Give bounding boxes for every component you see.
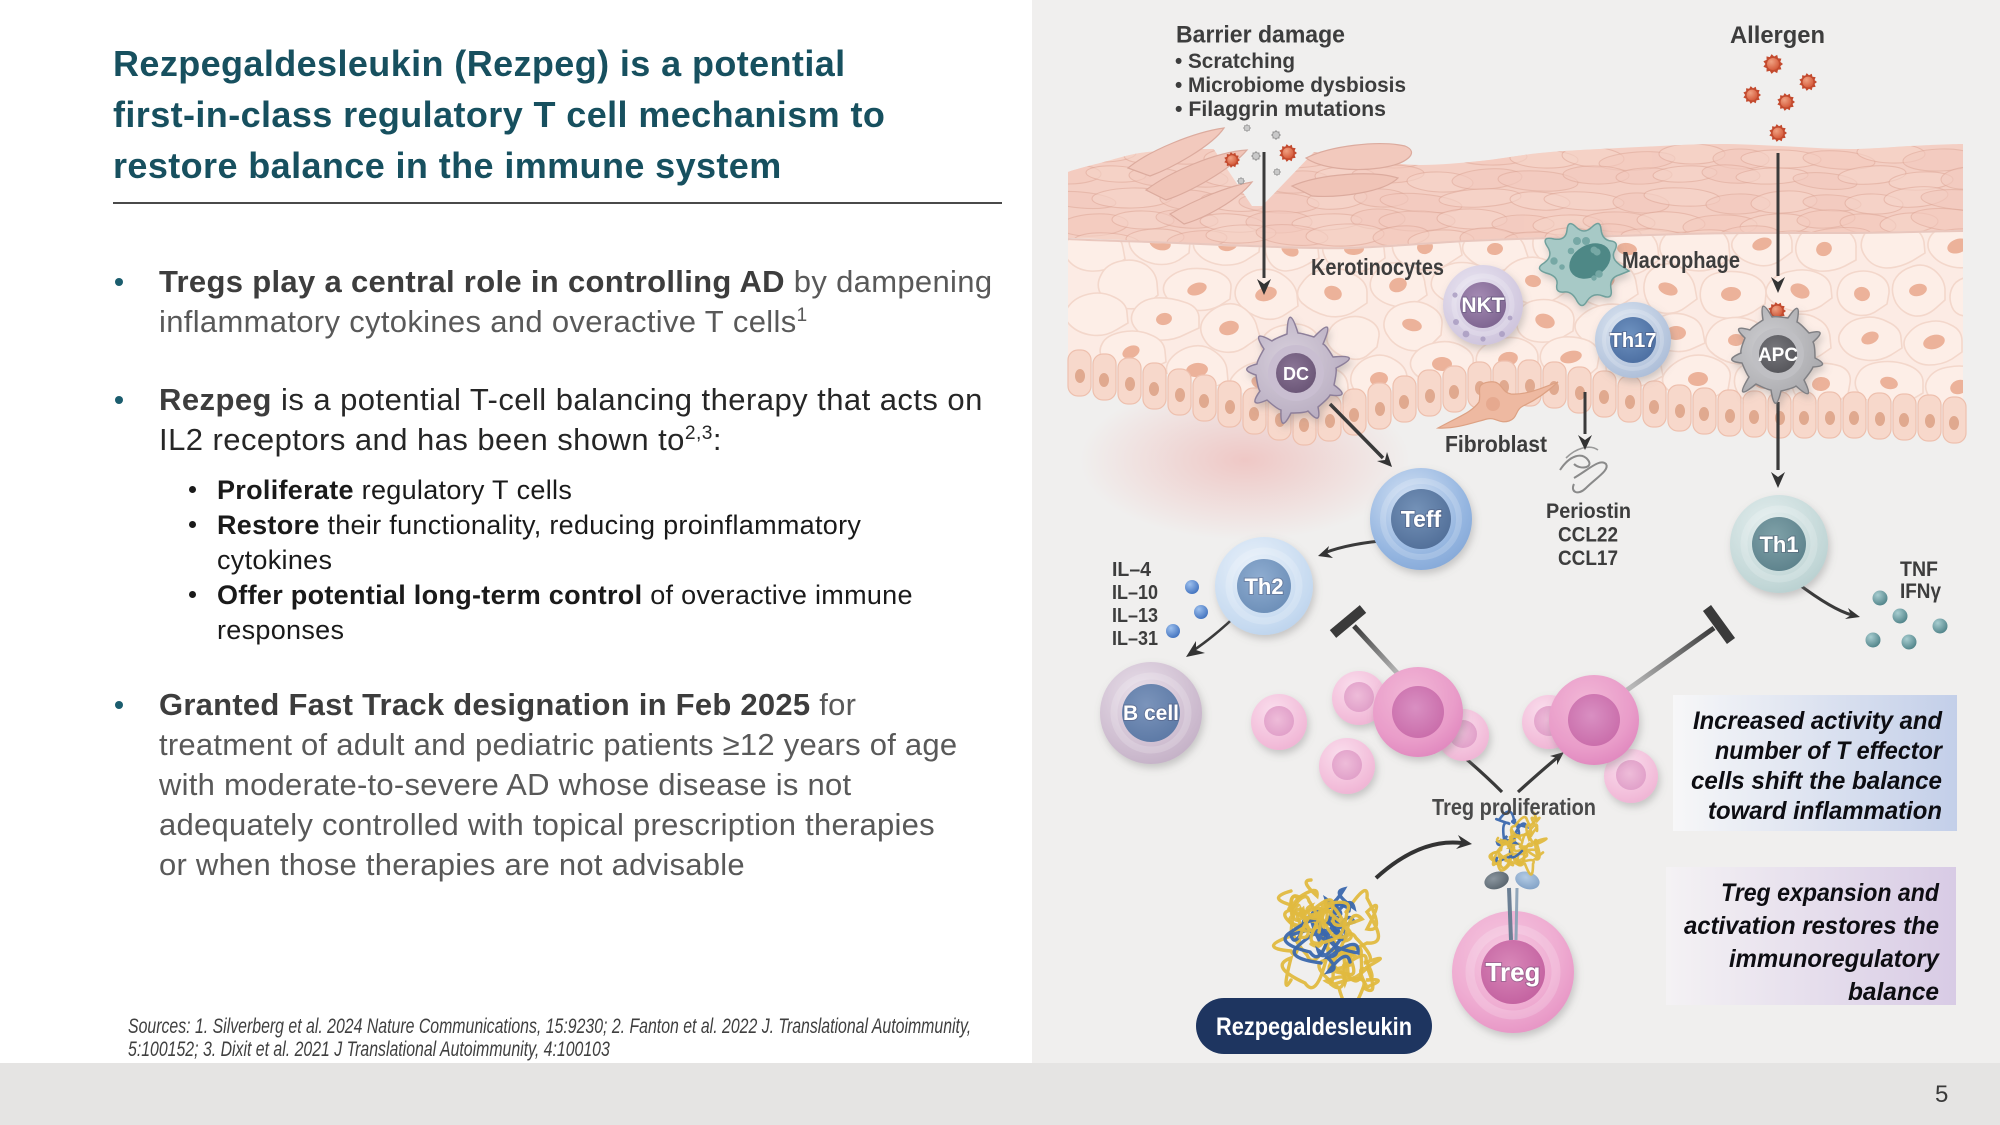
svg-text:Allergen: Allergen xyxy=(1730,22,1825,49)
svg-text:activation restores the: activation restores the xyxy=(1684,912,1939,940)
svg-text:Treg expansion and: Treg expansion and xyxy=(1721,879,1940,907)
svg-text:balance: balance xyxy=(1848,978,1939,1006)
svg-text:Rezpegaldesleukin: Rezpegaldesleukin xyxy=(1216,1013,1412,1041)
svg-text:Periostin: Periostin xyxy=(1546,500,1631,523)
svg-text:Barrier damage: Barrier damage xyxy=(1176,22,1345,49)
svg-text:toward inflammation: toward inflammation xyxy=(1708,797,1942,825)
svg-text:CCL17: CCL17 xyxy=(1558,547,1618,570)
svg-text:CCL22: CCL22 xyxy=(1558,524,1618,547)
svg-text:APC: APC xyxy=(1758,345,1798,366)
svg-text:Increased activity and: Increased activity and xyxy=(1693,707,1943,735)
svg-text:Th17: Th17 xyxy=(1610,330,1657,352)
svg-text:• Microbiome dysbiosis: • Microbiome dysbiosis xyxy=(1175,74,1406,97)
svg-text:IL–10: IL–10 xyxy=(1112,582,1158,604)
svg-text:B cell: B cell xyxy=(1123,702,1179,725)
svg-text:Fibroblast: Fibroblast xyxy=(1445,431,1547,457)
svg-text:• Filaggrin mutations: • Filaggrin mutations xyxy=(1175,98,1386,121)
svg-text:IL–4: IL–4 xyxy=(1112,559,1152,581)
svg-text:Macrophage: Macrophage xyxy=(1622,247,1740,273)
svg-text:number of T effector: number of T effector xyxy=(1715,737,1943,765)
svg-text:Treg proliferation: Treg proliferation xyxy=(1432,794,1596,820)
svg-text:cells shift the balance: cells shift the balance xyxy=(1691,767,1942,795)
svg-text:Th1: Th1 xyxy=(1759,532,1798,557)
svg-text:IFNγ: IFNγ xyxy=(1900,580,1941,603)
svg-text:DC: DC xyxy=(1283,364,1309,384)
svg-text:Th2: Th2 xyxy=(1244,574,1283,599)
svg-text:IL–13: IL–13 xyxy=(1112,605,1158,627)
svg-text:Treg: Treg xyxy=(1486,957,1541,987)
svg-text:immunoregulatory: immunoregulatory xyxy=(1729,945,1940,973)
svg-text:Teff: Teff xyxy=(1401,506,1442,532)
svg-text:NKT: NKT xyxy=(1461,294,1504,317)
svg-text:IL–31: IL–31 xyxy=(1112,628,1158,650)
svg-text:• Scratching: • Scratching xyxy=(1175,50,1295,73)
svg-text:Kerotinocytes: Kerotinocytes xyxy=(1311,254,1444,280)
svg-text:TNF: TNF xyxy=(1900,558,1938,581)
